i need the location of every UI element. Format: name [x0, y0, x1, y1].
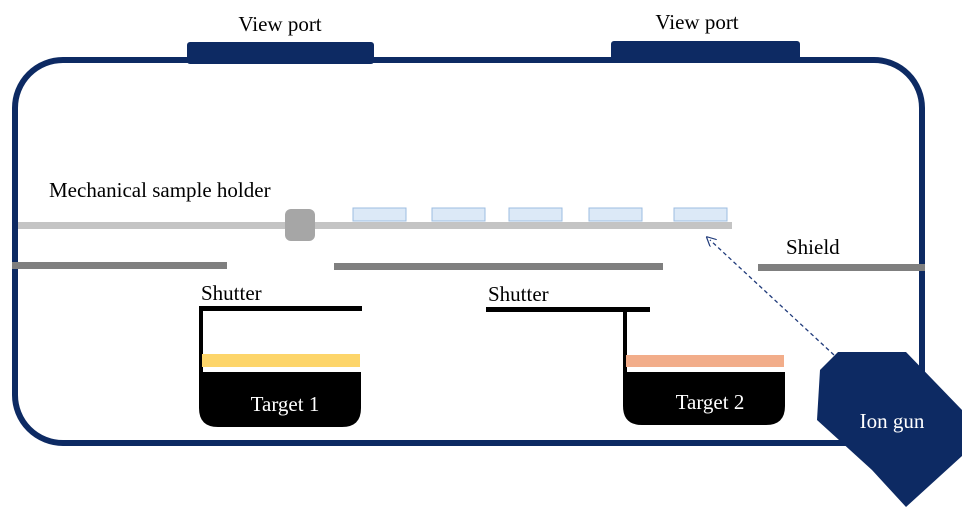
- shutter-left-label: Shutter: [201, 281, 262, 305]
- vacuum-chamber: [12, 57, 925, 446]
- ion-gun-label: Ion gun: [860, 409, 925, 433]
- sample-3: [508, 207, 563, 222]
- target-2-material: [626, 355, 784, 367]
- samples: [352, 207, 728, 222]
- shutter-right-arm: [623, 307, 627, 382]
- shutter-right-label: Shutter: [488, 282, 549, 306]
- shield: [12, 262, 925, 271]
- shield-segment-middle: [334, 263, 663, 270]
- shield-segment-left: [12, 262, 227, 269]
- target-2-label: Target 2: [676, 390, 745, 414]
- shield-segment-right: [758, 264, 925, 271]
- shutter-right-plate: [486, 307, 650, 312]
- sample-holder-knob: [285, 209, 315, 241]
- target-1-body: [199, 372, 361, 427]
- ion-beam-arrow: [710, 240, 835, 356]
- sample-5: [673, 207, 728, 222]
- view-port-left-label: View port: [238, 12, 321, 36]
- shutter-left-plate: [199, 306, 362, 311]
- sample-holder-rail: [18, 222, 732, 229]
- sample-holder-label: Mechanical sample holder: [49, 178, 271, 202]
- shutter-left-arm: [199, 306, 203, 378]
- target-1-material: [202, 354, 360, 367]
- sample-1: [352, 207, 407, 222]
- sample-4: [588, 207, 643, 222]
- view-port-right-label: View port: [655, 10, 738, 34]
- target-2-body: [623, 372, 785, 425]
- target-1-label: Target 1: [251, 392, 320, 416]
- ion-gun: [817, 352, 962, 507]
- shield-label: Shield: [786, 235, 840, 259]
- sample-2: [431, 207, 486, 222]
